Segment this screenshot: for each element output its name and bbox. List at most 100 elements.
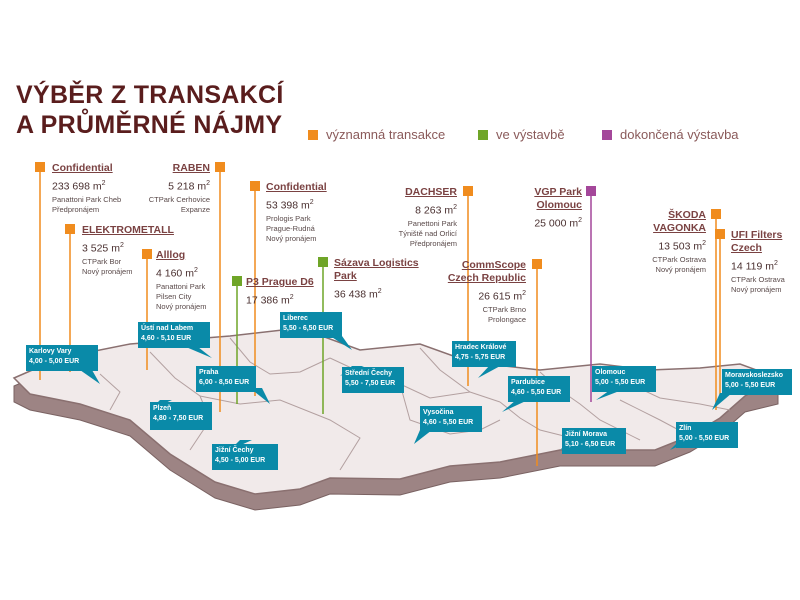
transaction-name: UFI Filters Czech bbox=[731, 229, 783, 254]
transaction-raben: RABEN 5 218 m2 CTPark Cerhovice Expanze bbox=[149, 162, 210, 215]
transaction-area: 14 119 m2 bbox=[731, 260, 778, 273]
region-name: Jižní Morava bbox=[565, 431, 608, 438]
region-name: Moravskoslezsko bbox=[725, 372, 783, 379]
region-praha: Praha 6,00 - 8,50 EUR bbox=[196, 366, 256, 392]
legend-label: dokončená výstavba bbox=[620, 127, 739, 142]
transaction-description: CTPark Brno Prolongace bbox=[482, 304, 526, 324]
region-rent: 4,80 - 7,50 EUR bbox=[153, 415, 204, 422]
legend-item-transaction: významná transakce bbox=[308, 127, 445, 142]
region-rent: 5,50 - 6,50 EUR bbox=[283, 325, 334, 332]
region-rent: 4,00 - 5,00 EUR bbox=[29, 358, 80, 365]
region-name: Olomouc bbox=[595, 369, 626, 376]
transaction-description: Prologis Park Prague-Rudná Nový pronájem bbox=[266, 213, 317, 243]
region-name: Plzeň bbox=[153, 405, 172, 412]
region-plzen: Plzeň 4,80 - 7,50 EUR bbox=[150, 402, 212, 430]
region-name: Jižní Čechy bbox=[215, 447, 254, 454]
region-jizni-morava: Jižní Morava 5,10 - 6,50 EUR bbox=[562, 428, 626, 454]
transaction-name: Alllog bbox=[156, 249, 186, 261]
region-liberec: Liberec 5,50 - 6,50 EUR bbox=[280, 312, 342, 338]
transaction-area: 17 386 m2 bbox=[246, 294, 294, 307]
region-rent: 4,60 - 5,10 EUR bbox=[141, 335, 192, 342]
transaction-area: 8 263 m2 bbox=[415, 204, 457, 217]
region-rent: 4,75 - 5,75 EUR bbox=[455, 354, 506, 361]
transaction-description: Panattoni Park Pilsen City Nový pronájem bbox=[156, 281, 207, 311]
transaction-name: ELEKTROMETALL bbox=[82, 224, 174, 236]
transaction-area: 13 503 m2 bbox=[658, 240, 706, 253]
region-rent: 5,10 - 6,50 EUR bbox=[565, 441, 616, 448]
transaction-description: Panettoni Park Týniště nad Orlicí Předpr… bbox=[398, 218, 457, 248]
transaction-area: 26 615 m2 bbox=[478, 290, 526, 303]
region-vysocina: Vysočina 4,60 - 5,50 EUR bbox=[420, 406, 482, 432]
region-rent: 5,50 - 7,50 EUR bbox=[345, 380, 396, 387]
region-moravskoslezsko: Moravskoslezsko 5,00 - 5,50 EUR bbox=[722, 369, 792, 395]
region-olomouc: Olomouc 5,00 - 5,50 EUR bbox=[592, 366, 656, 392]
transaction-name: RABEN bbox=[172, 162, 210, 174]
transaction-name: P3 Prague D6 bbox=[246, 276, 314, 288]
purple-square-icon bbox=[602, 129, 612, 140]
transaction-alllog: Alllog 4 160 m2 Panattoni Park Pilsen Ci… bbox=[156, 249, 206, 312]
transaction-name: CommScope Czech Republic bbox=[447, 259, 526, 284]
page-title: VÝBĚR Z TRANSAKCÍ A PRŮMĚRNÉ NÁJMY bbox=[16, 80, 284, 140]
region-rent: 5,00 - 5,50 EUR bbox=[725, 382, 776, 389]
transaction-name: DACHSER bbox=[405, 186, 457, 198]
region-rent: 6,00 - 8,50 EUR bbox=[199, 379, 250, 386]
transaction-area: 25 000 m2 bbox=[534, 217, 582, 230]
region-rent: 4,60 - 5,50 EUR bbox=[511, 389, 562, 396]
transaction-p3-prague-d6: P3 Prague D6 17 386 m2 bbox=[246, 276, 314, 308]
legend-label: významná transakce bbox=[326, 127, 446, 142]
transaction-elektrometall: ELEKTROMETALL 3 525 m2 CTPark Bor Nový p… bbox=[82, 224, 174, 277]
transaction-name: ŠKODA VAGONKA bbox=[653, 209, 706, 234]
transaction-confidential-prologis: Confidential 53 398 m2 Prologis Park Pra… bbox=[266, 181, 327, 244]
region-name: Praha bbox=[199, 369, 219, 376]
region-name: Liberec bbox=[283, 315, 308, 322]
transaction-name: Sázava Logistics Park bbox=[334, 257, 419, 282]
legend-item-construction: ve výstavbě bbox=[478, 127, 565, 142]
green-square-icon bbox=[478, 129, 488, 140]
title-line-1: VÝBĚR Z TRANSAKCÍ bbox=[16, 81, 284, 109]
transaction-description: CTPark Ostrava Nový pronájem bbox=[652, 254, 706, 274]
transaction-vgp-olomouc: VGP Park Olomouc 25 000 m2 bbox=[534, 186, 582, 231]
region-jizni-cechy: Jižní Čechy 4,50 - 5,00 EUR bbox=[212, 444, 278, 470]
region-name: Pardubice bbox=[511, 379, 545, 386]
transaction-description: CTPark Cerhovice Expanze bbox=[148, 194, 210, 214]
transaction-confidential-cheb: Confidential 233 698 m2 Panattoni Park C… bbox=[52, 162, 121, 215]
region-karlovy-vary: Karlovy Vary 4,00 - 5,00 EUR bbox=[26, 345, 98, 371]
region-name: Ústí nad Labem bbox=[141, 325, 194, 332]
map-top-surface bbox=[12, 327, 780, 495]
region-usti-nad-labem: Ústí nad Labem 4,60 - 5,10 EUR bbox=[138, 322, 210, 348]
transaction-commscope: CommScope Czech Republic 26 615 m2 CTPar… bbox=[448, 259, 526, 325]
transaction-area: 36 438 m2 bbox=[334, 288, 382, 301]
transaction-skoda-vagonka: ŠKODA VAGONKA 13 503 m2 CTPark Ostrava N… bbox=[652, 209, 706, 275]
legend-label: ve výstavbě bbox=[496, 127, 565, 142]
transaction-description: CTPark Ostrava Nový pronájem bbox=[731, 274, 785, 294]
transaction-name: VGP Park Olomouc bbox=[534, 186, 582, 211]
region-rent: 5,00 - 5,50 EUR bbox=[679, 435, 730, 442]
transaction-description: Panattoni Park Cheb Předpronájem bbox=[52, 194, 122, 214]
region-pardubice: Pardubice 4,60 - 5,50 EUR bbox=[508, 376, 570, 402]
transaction-area: 3 525 m2 bbox=[82, 242, 124, 255]
region-name: Vysočina bbox=[423, 409, 454, 416]
region-name: Zlín bbox=[679, 425, 692, 432]
title-line-2: A PRŮMĚRNÉ NÁJMY bbox=[16, 111, 283, 139]
transaction-area: 5 218 m2 bbox=[168, 180, 210, 193]
region-name: Hradec Králové bbox=[455, 344, 507, 351]
transaction-name: Confidential bbox=[52, 162, 113, 174]
region-stredni-cechy: Střední Čechy 5,50 - 7,50 EUR bbox=[342, 367, 404, 393]
region-rent: 4,50 - 5,00 EUR bbox=[215, 457, 266, 464]
orange-square-icon bbox=[308, 129, 318, 140]
transaction-description: CTPark Bor Nový pronájem bbox=[82, 256, 133, 276]
region-hradec-kralove: Hradec Králové 4,75 - 5,75 EUR bbox=[452, 341, 516, 367]
transaction-ufi-filters: UFI Filters Czech 14 119 m2 CTPark Ostra… bbox=[731, 229, 785, 295]
leader-markers bbox=[35, 162, 725, 286]
region-name: Střední Čechy bbox=[345, 370, 393, 377]
transaction-name: Confidential bbox=[266, 181, 327, 193]
region-zlin: Zlín 5,00 - 5,50 EUR bbox=[676, 422, 738, 448]
region-name: Karlovy Vary bbox=[29, 348, 72, 355]
region-rent: 4,60 - 5,50 EUR bbox=[423, 419, 474, 426]
legend-item-completed: dokončená výstavba bbox=[602, 127, 739, 142]
transaction-area: 233 698 m2 bbox=[52, 180, 106, 193]
region-rent: 5,00 - 5,50 EUR bbox=[595, 379, 646, 386]
transaction-sazava: Sázava Logistics Park 36 438 m2 bbox=[334, 257, 419, 302]
transaction-area: 4 160 m2 bbox=[156, 267, 198, 280]
